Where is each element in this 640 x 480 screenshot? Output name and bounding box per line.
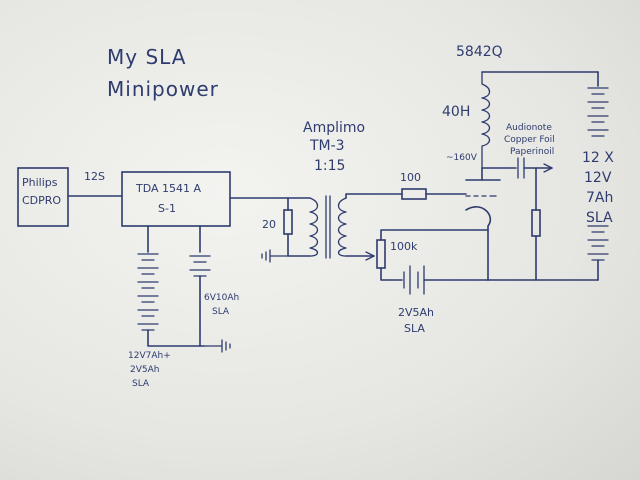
bias-battery xyxy=(403,265,425,295)
cap-label-3: Paperinoil xyxy=(510,147,554,157)
tube-label: 5842Q xyxy=(456,44,503,60)
dac-bat-label-1: 12V7Ah+ xyxy=(128,351,171,361)
transformer-ratio: 1:15 xyxy=(314,158,345,174)
pot-top-wire xyxy=(380,229,489,241)
transformer-core xyxy=(325,195,331,259)
dac-bat-label-2: 2V5Ah xyxy=(130,365,159,375)
dac-battery-stack-2 xyxy=(189,255,211,277)
shunt-lead-bottom xyxy=(287,233,311,257)
bias-bat-label-2: SLA xyxy=(404,322,425,335)
load-resistor xyxy=(531,209,541,237)
shunt-resistor-label: 20 xyxy=(262,218,276,231)
dac-bat2-label-2: SLA xyxy=(212,307,230,317)
hv-bat-label-3: 7Ah xyxy=(586,190,613,206)
transformer-primary-coil xyxy=(309,197,319,257)
secondary-top-wire xyxy=(345,193,403,199)
output-capacitor xyxy=(517,157,525,179)
source-label-2: CDPRO xyxy=(22,194,61,207)
hv-bat-label-4: SLA xyxy=(586,210,613,226)
pot-label: 100k xyxy=(390,240,418,253)
tube-cathode xyxy=(465,206,491,281)
dac-label-2: S-1 xyxy=(158,202,176,215)
hv-bat-label-1: 12 X xyxy=(582,150,614,166)
hv-bat-label-2: 12V xyxy=(584,170,612,186)
title-line-1: My SLA xyxy=(107,45,186,69)
dac-label-1: TDA 1541 A xyxy=(135,182,202,195)
cd-transport-box xyxy=(17,167,69,227)
dac-ground-wire xyxy=(147,329,205,347)
transformer-label-2: TM-3 xyxy=(309,138,345,154)
cap-label-2: Copper Foil xyxy=(504,135,555,145)
link-label: 12S xyxy=(84,170,105,183)
source-label-1: Philips xyxy=(22,176,58,189)
wiper-arrow xyxy=(365,251,375,261)
plate-choke xyxy=(481,71,491,169)
dac-battery-stack-1 xyxy=(137,253,159,331)
transformer-label-1: Amplimo xyxy=(303,120,365,136)
dac-bat2-label-1: 6V10Ah xyxy=(204,293,239,303)
ground-symbol-dac xyxy=(203,339,231,353)
dac-bat-label-3: SLA xyxy=(132,379,150,389)
shunt-resistor xyxy=(283,209,293,235)
choke-label: 40H xyxy=(442,104,470,120)
cap-label-1: Audionote xyxy=(506,123,552,133)
transformer-secondary-coil xyxy=(337,197,347,257)
hv-battery-stack xyxy=(587,87,609,261)
grid-resistor xyxy=(401,188,427,200)
hv-label: ~160V xyxy=(446,153,478,163)
bias-bat-label-1: 2V5Ah xyxy=(398,306,434,319)
title-line-2: Minipower xyxy=(107,77,219,101)
output-arrow xyxy=(543,163,553,173)
pot-bottom-wire xyxy=(380,267,403,281)
ground-symbol-primary xyxy=(261,249,289,263)
grid-resistor-label: 100 xyxy=(400,171,421,184)
bias-potentiometer xyxy=(376,239,386,269)
dac-box xyxy=(121,171,231,227)
